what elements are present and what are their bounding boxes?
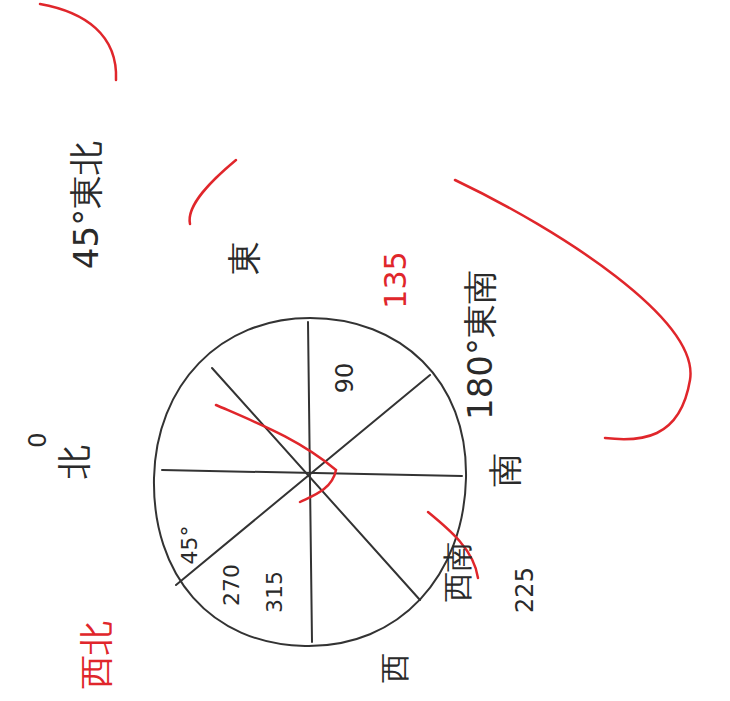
compass-circle: [154, 318, 466, 646]
direction-label: 180°東南: [463, 270, 497, 420]
degree-number: 90: [333, 363, 357, 394]
direction-label: 北: [57, 445, 91, 479]
check-mark: [190, 160, 236, 224]
direction-label: 南: [488, 453, 522, 487]
check-mark: [216, 405, 336, 502]
degree-number: 135: [381, 251, 411, 308]
direction-label: 45°東北: [69, 141, 103, 269]
direction-label: 西: [380, 653, 410, 683]
compass-spoke: [308, 322, 312, 642]
direction-label: 西北: [79, 621, 113, 689]
degree-number: 270: [221, 564, 243, 606]
direction-label: 西南: [443, 542, 473, 602]
degree-number: 225: [513, 567, 537, 613]
direction-label: 東: [227, 241, 261, 275]
compass-spoke: [212, 368, 420, 600]
check-mark: [455, 180, 691, 439]
compass-spoke: [176, 375, 430, 585]
degree-number: 0: [26, 432, 50, 447]
degree-number: 45°: [179, 526, 201, 565]
check-mark: [40, 4, 116, 80]
degree-number: 315: [264, 571, 286, 613]
